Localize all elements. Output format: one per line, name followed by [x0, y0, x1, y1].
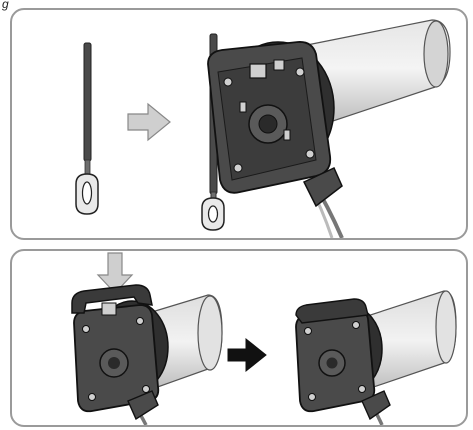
corner-text: g: [2, 0, 9, 11]
top-panel: [10, 8, 468, 240]
motor-head-with-rod: [201, 19, 451, 238]
top-panel-illustration: [75, 19, 451, 238]
bottom-panel-illustration: [71, 252, 457, 425]
outline-arrow-icon: [127, 102, 171, 142]
operating-rod: [75, 42, 99, 215]
bottom-panel: [10, 249, 468, 427]
cap-fitting-onto-motor: [71, 284, 223, 425]
motor-with-cap-fitted: [295, 290, 457, 425]
solid-arrow-icon: [227, 337, 267, 373]
down-arrow-icon: [96, 252, 134, 294]
